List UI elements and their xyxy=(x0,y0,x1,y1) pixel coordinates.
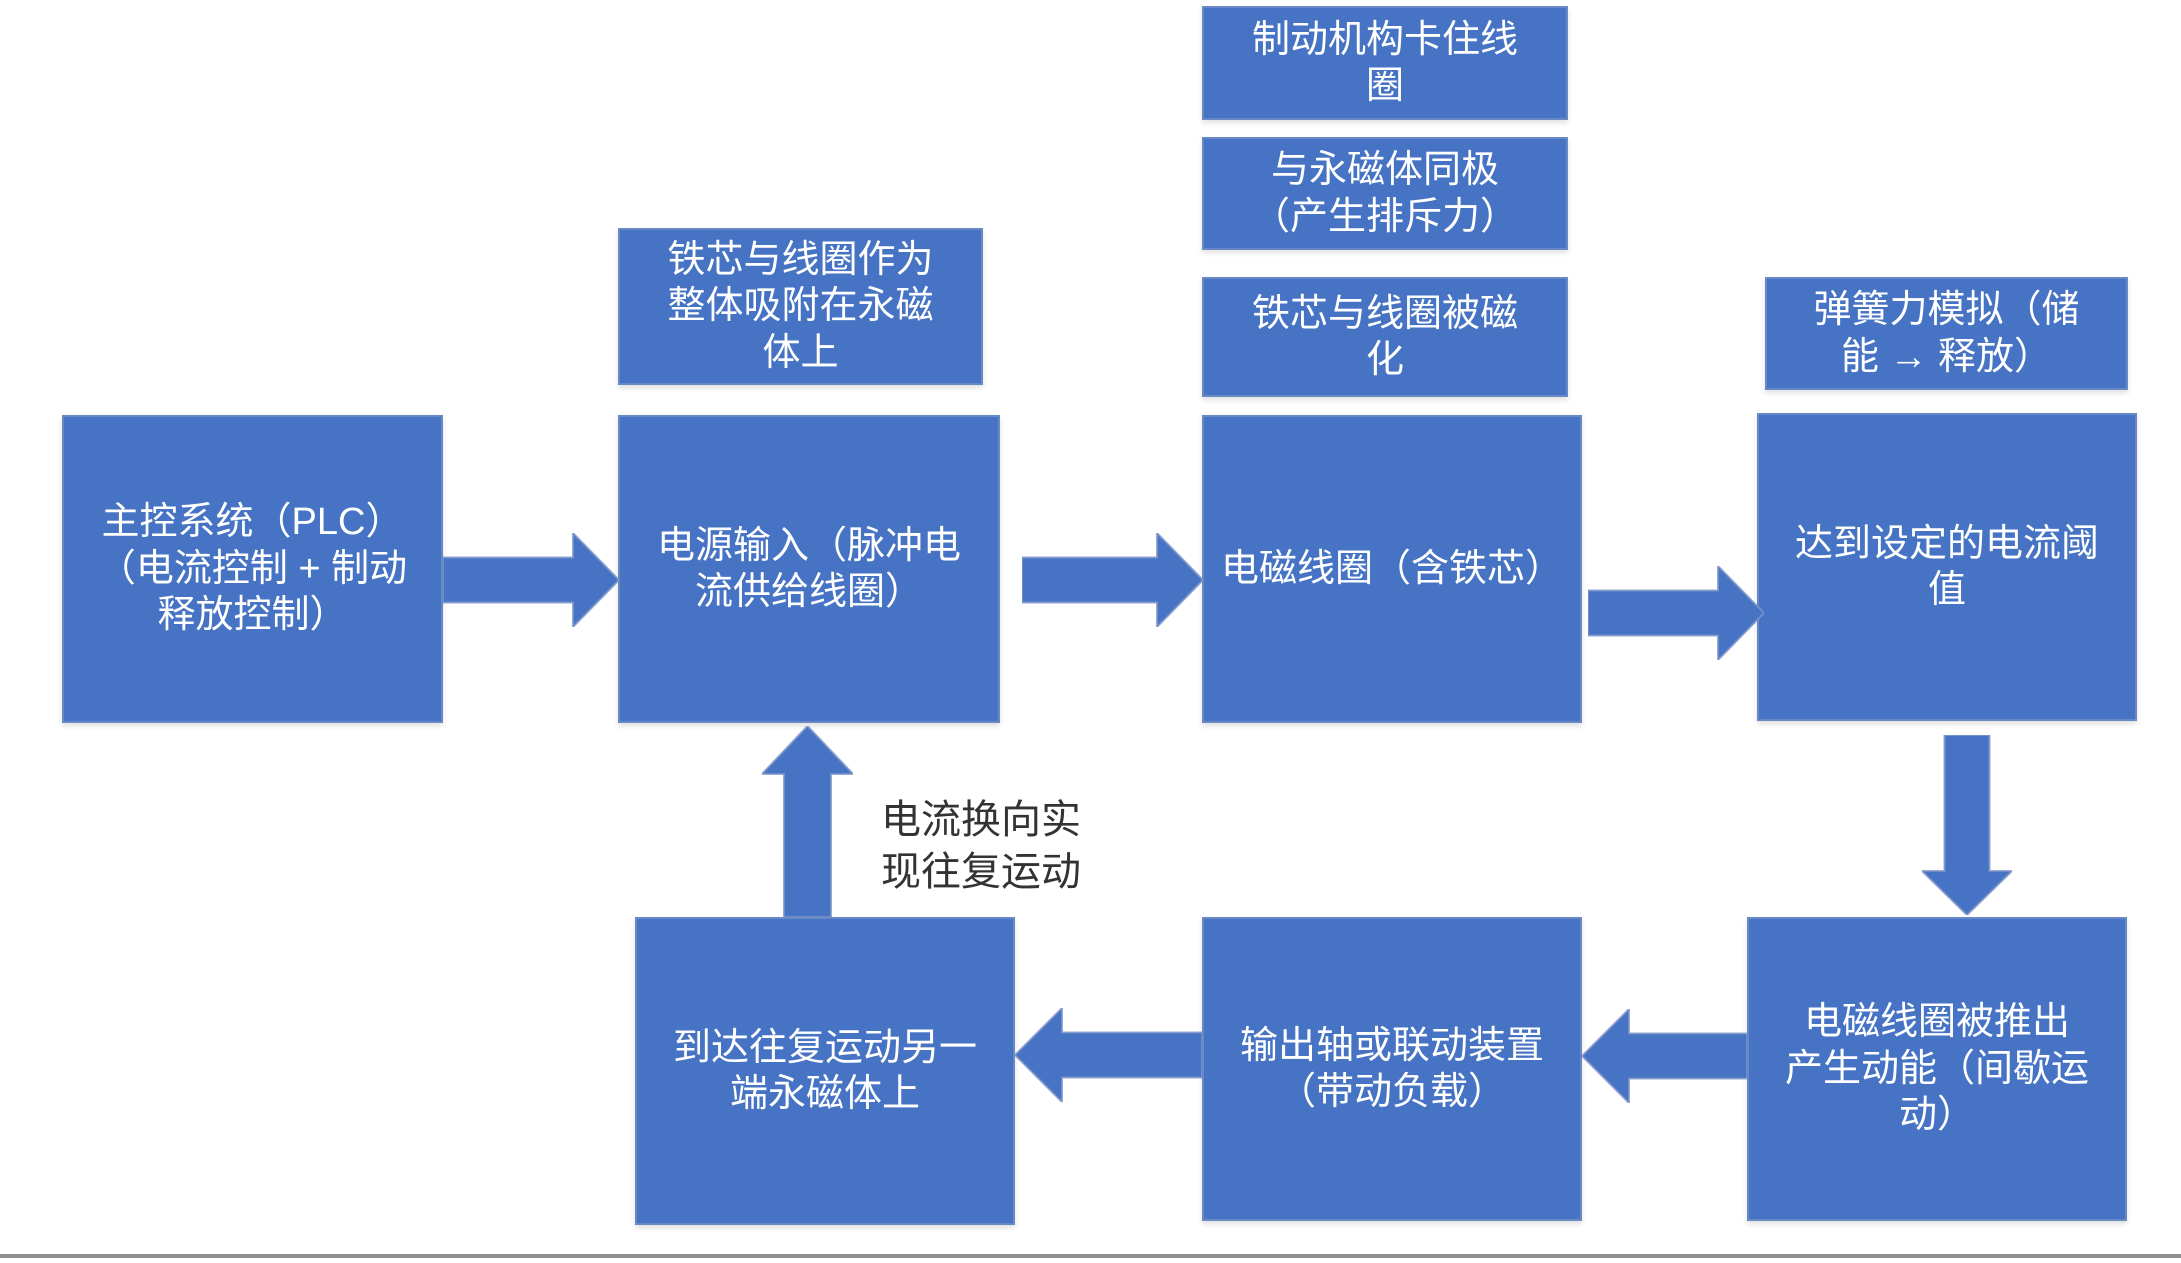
bottom-divider-line xyxy=(0,1254,2181,1258)
node-coil-pushed-out: 电磁线圈被推出 产生动能（间歇运 动） xyxy=(1747,917,2127,1221)
label-spring-force-sim: 弹簧力模拟（储 能 → 释放） xyxy=(1765,277,2128,390)
arrow-output-shaft-to-other-end xyxy=(1015,1008,1202,1102)
label-core-coil-magnetized: 铁芯与线圈被磁 化 xyxy=(1202,277,1568,397)
node-reach-other-end: 到达往复运动另一 端永磁体上 xyxy=(635,917,1015,1225)
label-core-coil-attached: 铁芯与线圈作为 整体吸附在永磁 体上 xyxy=(618,228,983,385)
arrow-other-end-to-power-input xyxy=(762,726,853,917)
node-output-shaft: 输出轴或联动装置 （带动负载） xyxy=(1202,917,1582,1221)
node-power-input: 电源输入（脉冲电 流供给线圈） xyxy=(618,415,1000,723)
arrow-threshold-to-pushed-out xyxy=(1922,735,2012,915)
arrow-coil-to-threshold xyxy=(1588,566,1764,660)
label-same-pole-repulsion: 与永磁体同极 （产生排斥力） xyxy=(1202,137,1568,250)
arrow-power-input-to-coil xyxy=(1022,533,1203,627)
arrow-plc-to-power-input xyxy=(443,533,619,627)
note-current-reversal: 电流换向实 现往复运动 xyxy=(881,798,1081,894)
label-brake-locks-coil: 制动机构卡住线 圈 xyxy=(1202,6,1568,120)
node-plc-master-control: 主控系统（PLC） （电流控制 + 制动 释放控制） xyxy=(62,415,443,723)
node-current-threshold: 达到设定的电流阈 值 xyxy=(1757,413,2137,721)
arrow-pushed-out-to-output-shaft xyxy=(1582,1009,1747,1103)
node-electromagnetic-coil: 电磁线圈（含铁芯） xyxy=(1202,415,1582,723)
